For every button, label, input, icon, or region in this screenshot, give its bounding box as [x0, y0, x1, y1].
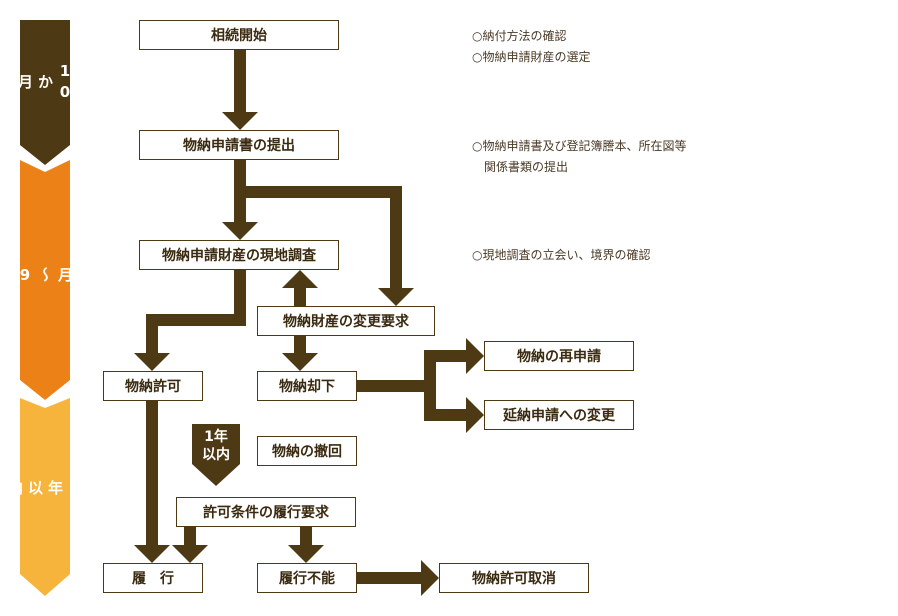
one-year-marker-label: 1年 以内	[202, 429, 230, 463]
arrowhead-change	[378, 288, 414, 306]
arrowhead-permit	[134, 353, 170, 371]
arrowhead-survey-up	[282, 270, 318, 288]
arrow-to-deferral	[424, 386, 466, 421]
marker-shape	[192, 424, 240, 486]
arrow-survey-permit	[146, 270, 246, 353]
note-start-1: ○納付方法の確認	[472, 29, 567, 43]
arrow-submit-change	[240, 186, 402, 288]
note-survey-1: ○現地調査の立会い、境界の確認	[472, 248, 651, 262]
band-shape	[20, 398, 70, 596]
box-unfulfilled: 履行不能	[257, 563, 357, 593]
note-submit-2: 関係書類の提出	[484, 160, 569, 174]
box-site-survey: 物納申請財産の現地調査	[139, 240, 339, 270]
note-submit-1: ○物納申請書及び登記簿謄本、所在図等	[472, 139, 687, 153]
timeline-band-3-9-months: 3 か 月 〜 9 か 月	[0, 160, 114, 400]
band-fill	[20, 398, 70, 596]
arrowhead-submit	[222, 112, 258, 130]
arrowhead-fulfill-2	[172, 545, 208, 563]
box-application-submit: 物納申請書の提出	[139, 130, 339, 160]
box-withdraw: 物納の撤回	[257, 436, 357, 466]
arrowhead-cancel	[421, 560, 439, 596]
box-reject: 物納却下	[257, 371, 357, 401]
timeline-label: 3 か 月 〜 9 か 月	[0, 265, 114, 287]
box-fulfill: 履 行	[103, 563, 203, 593]
arrow-group	[134, 50, 484, 596]
band-fill	[20, 20, 70, 165]
arrow-to-reapply	[424, 350, 466, 386]
one-year-marker	[192, 424, 240, 486]
box-change-request: 物納財産の変更要求	[257, 306, 435, 336]
arrowhead-fulfill	[134, 545, 170, 563]
timeline-label: 5 年 以 内	[6, 478, 84, 500]
timeline-band-5-years: 5 年 以 内	[6, 398, 84, 596]
arrowhead-deferral	[466, 397, 484, 433]
box-permit: 物納許可	[103, 371, 203, 401]
arrowhead-reject	[282, 353, 318, 371]
box-reapply: 物納の再申請	[484, 341, 634, 371]
box-deferral-change: 延納申請への変更	[484, 400, 634, 430]
box-inheritance-start: 相続開始	[139, 20, 339, 50]
band-shape	[20, 160, 70, 400]
note-start-2: ○物納申請財産の選定	[472, 50, 591, 64]
timeline-band-10-months: 10 か 月	[16, 20, 74, 165]
arrowhead-survey	[222, 222, 258, 240]
timeline-label: 10 か 月	[16, 61, 74, 104]
arrowhead-unfulfilled	[288, 545, 324, 563]
arrowhead-reapply	[466, 338, 484, 374]
box-condition-request: 許可条件の履行要求	[176, 497, 356, 527]
box-permit-cancel: 物納許可取消	[439, 563, 589, 593]
band-fill	[20, 160, 70, 400]
band-shape	[20, 20, 70, 165]
